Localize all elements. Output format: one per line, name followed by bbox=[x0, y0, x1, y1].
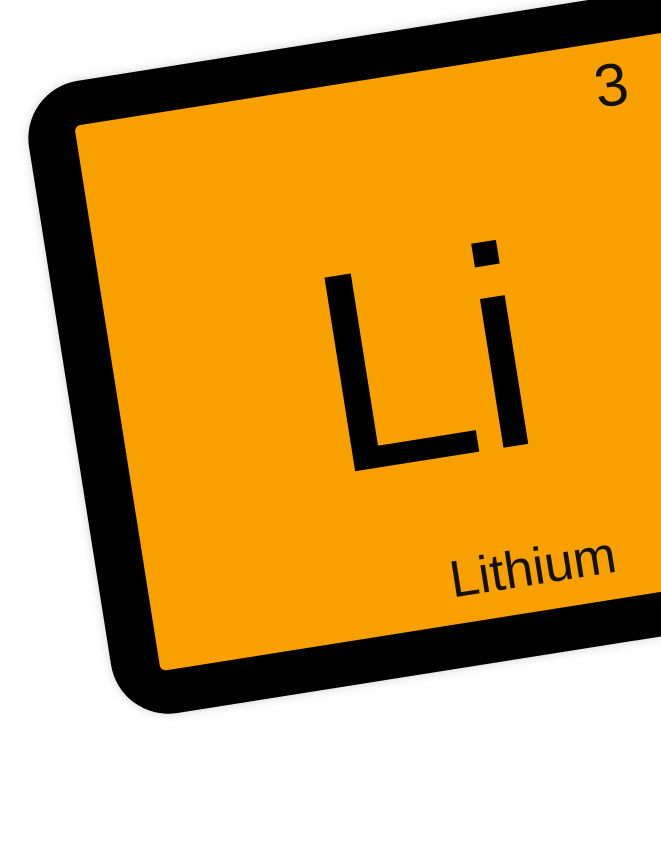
element-tile-face: 3 Li Lithium bbox=[74, 0, 661, 672]
atomic-number: 3 bbox=[589, 49, 633, 121]
element-tile-border: 3 Li Lithium bbox=[20, 0, 661, 723]
element-symbol: Li bbox=[291, 187, 553, 536]
element-name: Lithium bbox=[445, 525, 621, 610]
